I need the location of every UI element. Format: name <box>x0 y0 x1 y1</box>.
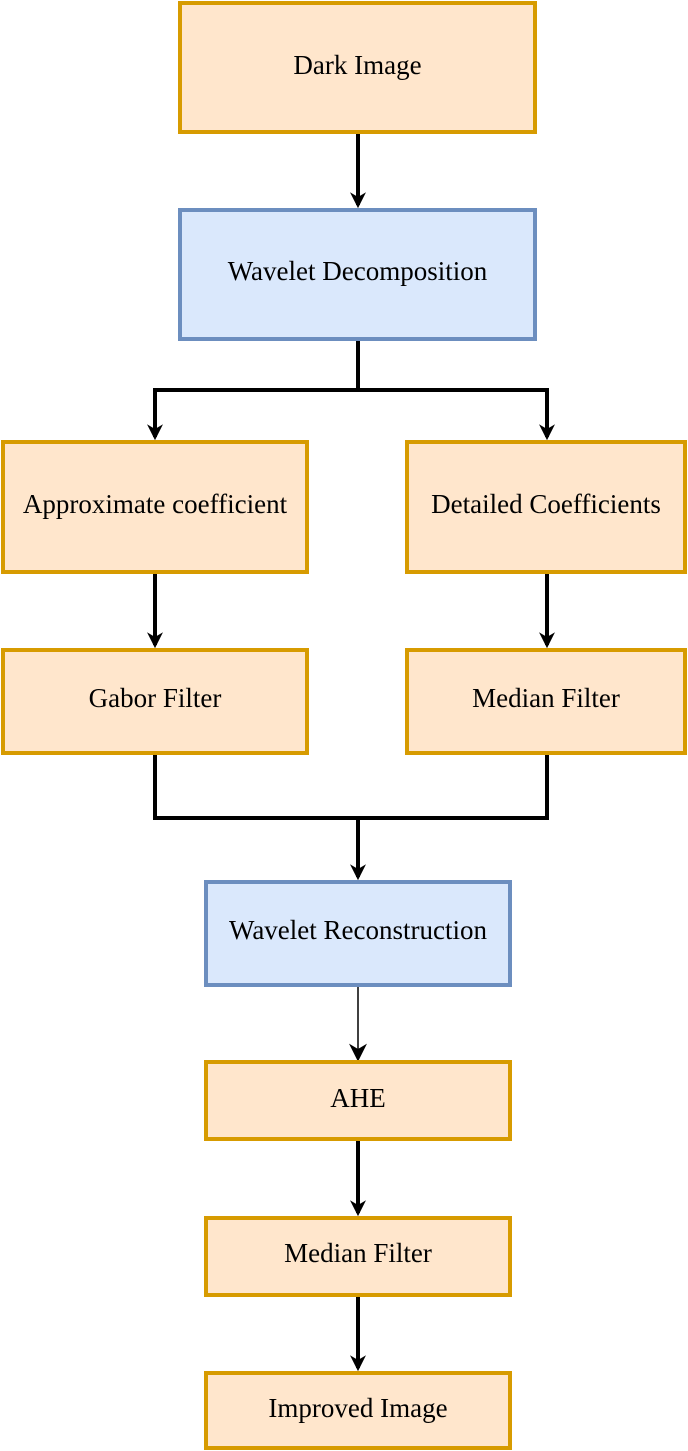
node-ahe-label: AHE <box>330 1083 386 1113</box>
node-improved-image-label: Improved Image <box>268 1393 447 1423</box>
node-median-filter-detail: Median Filter <box>405 648 687 755</box>
node-wavelet-decomposition-label: Wavelet Decomposition <box>228 256 488 286</box>
node-improved-image: Improved Image <box>204 1371 512 1450</box>
node-median-filter-final-label: Median Filter <box>284 1238 432 1268</box>
connectors <box>147 133 555 1372</box>
node-dark-image-label: Dark Image <box>293 50 421 80</box>
node-wavelet-decomposition: Wavelet Decomposition <box>178 208 537 341</box>
node-median-filter-final: Median Filter <box>204 1216 512 1297</box>
node-ahe: AHE <box>204 1060 512 1141</box>
node-gabor-filter-label: Gabor Filter <box>89 683 222 713</box>
node-approximate-coefficient-label: Approximate coefficient <box>23 489 288 519</box>
node-gabor-filter: Gabor Filter <box>1 648 309 755</box>
node-approximate-coefficient: Approximate coefficient <box>1 440 309 574</box>
node-dark-image: Dark Image <box>178 1 537 134</box>
node-detailed-coefficients: Detailed Coefficients <box>405 440 687 574</box>
edge-decomposition-to-approximate <box>147 340 360 441</box>
node-median-filter-detail-label: Median Filter <box>472 683 620 713</box>
node-detailed-coefficients-label: Detailed Coefficients <box>431 489 661 519</box>
edge-gabor-to-reconstruction <box>153 753 366 881</box>
node-wavelet-reconstruction: Wavelet Reconstruction <box>204 880 512 987</box>
node-wavelet-reconstruction-label: Wavelet Reconstruction <box>229 915 487 945</box>
edge-median-to-reconstruction <box>358 753 549 820</box>
edge-decomposition-to-detailed <box>358 388 555 441</box>
